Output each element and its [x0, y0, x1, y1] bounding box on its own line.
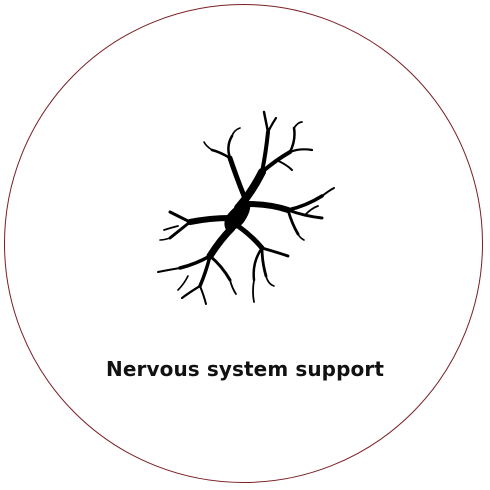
- neuron-icon: [150, 105, 340, 310]
- badge-caption: Nervous system support: [106, 357, 384, 381]
- badge-circle: [4, 4, 483, 483]
